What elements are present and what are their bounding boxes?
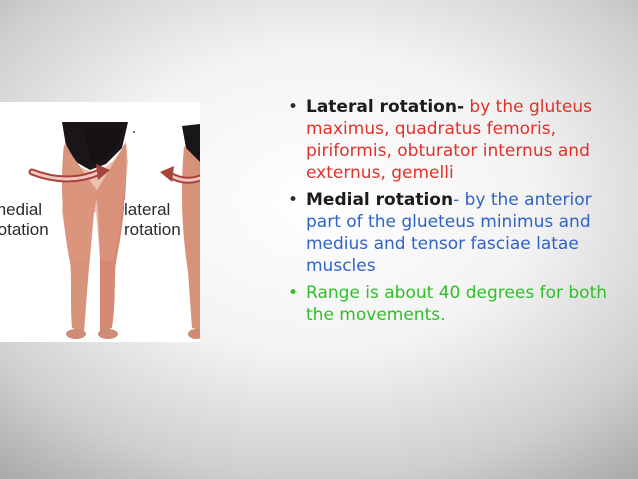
right-leg-figure: [181, 124, 200, 339]
medial-rotation-label: medial rotation: [0, 200, 58, 240]
bullet-text: - by the anterior part of the glueteus m…: [306, 190, 592, 276]
bullet-list: • Lateral rotation- by the gluteus maxim…: [288, 96, 626, 331]
bullet-heading: Lateral rotation-: [306, 97, 465, 117]
bullet-lateral-rotation: • Lateral rotation- by the gluteus maxim…: [288, 96, 626, 184]
hip-rotation-illustration: [28, 122, 200, 339]
bullet-dot: •: [288, 283, 299, 303]
arrow-right-icon: [28, 164, 110, 183]
bullet-medial-rotation: • Medial rotation- by the anterior part …: [288, 189, 626, 277]
bullet-heading: Medial rotation: [306, 190, 454, 210]
left-leg-figure: [62, 122, 128, 339]
hip-rotation-figure: medial rotation lateral rotation: [0, 102, 200, 342]
arrow-left-icon: [160, 166, 200, 184]
lateral-label-line1: lateral: [124, 200, 171, 219]
lateral-label-line2: rotation: [124, 220, 181, 239]
bullet-dot: •: [288, 190, 299, 210]
lateral-rotation-label: lateral rotation: [124, 200, 181, 240]
bullet-dot: •: [288, 97, 299, 117]
bullet-text: by the gluteus maximus, quadratus femori…: [306, 97, 593, 183]
bullet-range: • Range is about 40 degrees for both the…: [288, 282, 626, 326]
medial-label-line1: medial: [0, 200, 43, 219]
bullet-text: Range is about 40 degrees for both the m…: [306, 283, 608, 325]
medial-label-line2: rotation: [0, 220, 49, 239]
